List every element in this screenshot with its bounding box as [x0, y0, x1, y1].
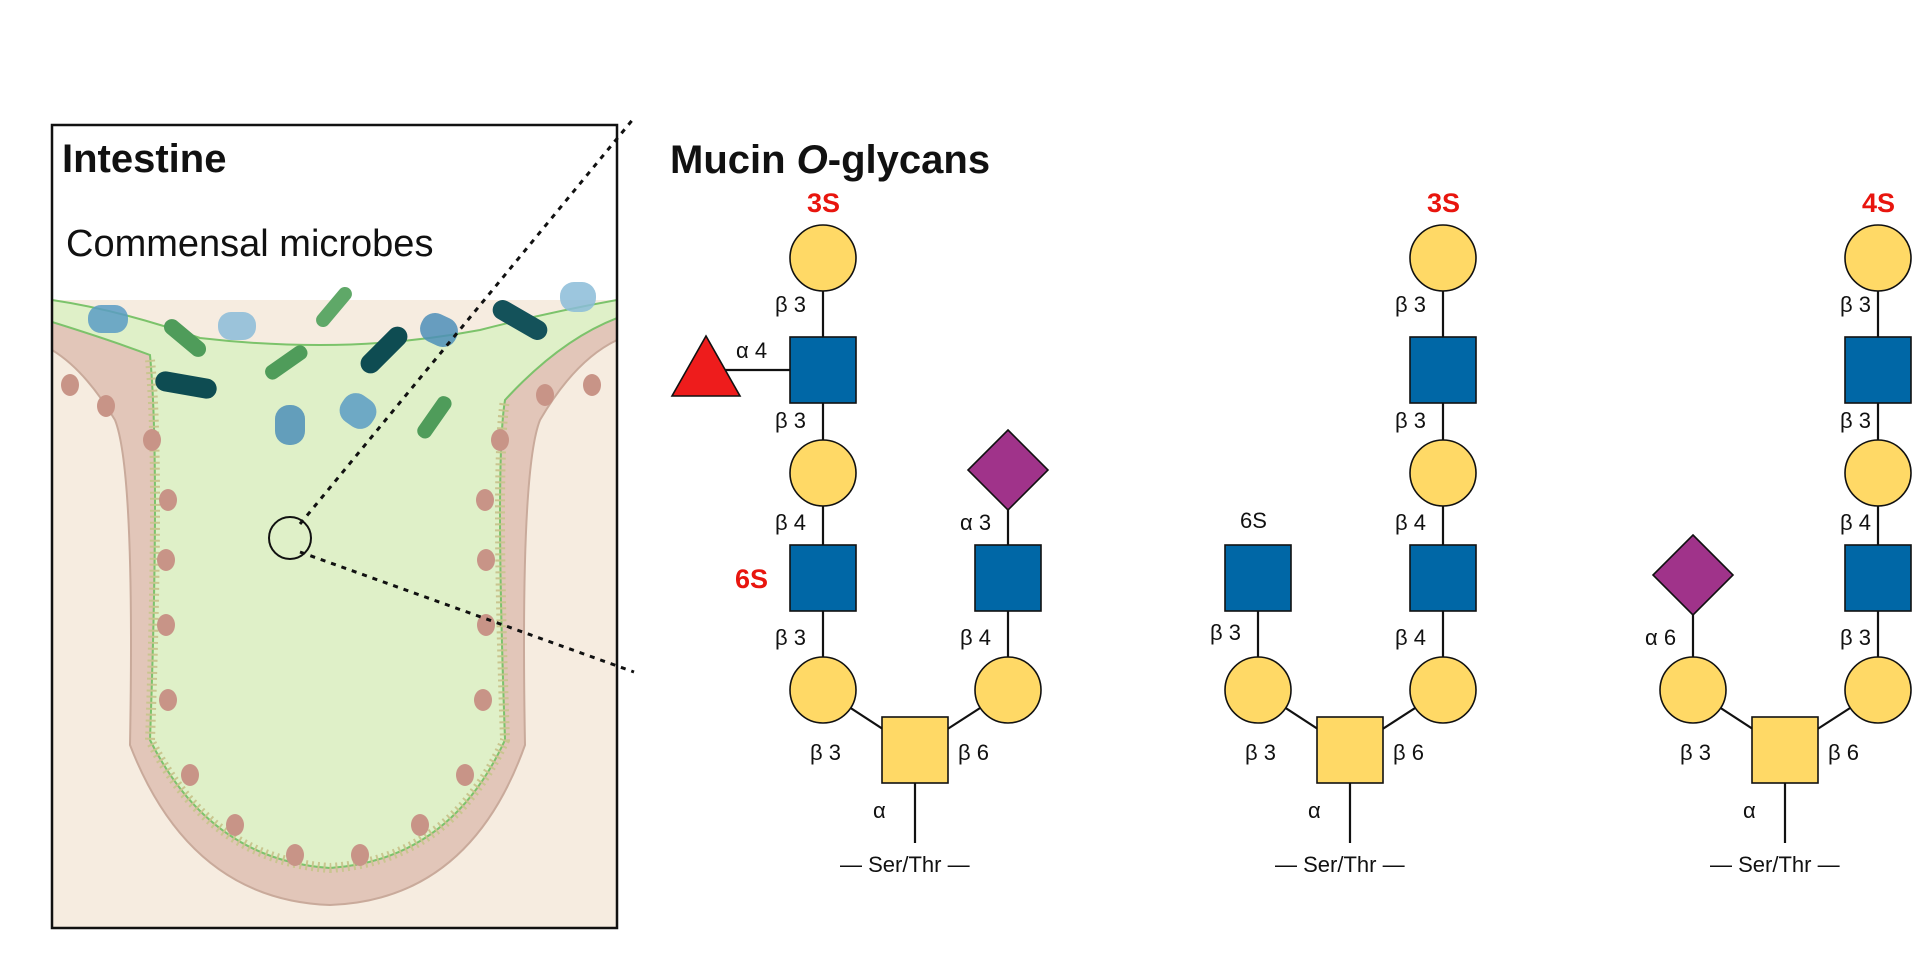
- microbe: [163, 319, 207, 357]
- linkage-label: β 3: [1210, 620, 1241, 645]
- glcnac-square: [1409, 336, 1477, 404]
- galactose-circle: [789, 439, 857, 507]
- glcnac-square: [1844, 336, 1912, 404]
- linkage-label: β 6: [1393, 740, 1424, 765]
- zoom-circle: [268, 516, 312, 560]
- linkage-label: β 3: [1840, 408, 1871, 433]
- mucus-lumen: [52, 298, 617, 870]
- linkage-label: β 6: [958, 740, 989, 765]
- peptide-label: — Ser/Thr —: [840, 852, 970, 877]
- linkage-label: α 4: [736, 338, 767, 363]
- microbe: [316, 286, 352, 328]
- linkage-label: β 6: [1828, 740, 1859, 765]
- microbes-label: Commensal microbes: [66, 223, 433, 265]
- commensal-microbes: [88, 282, 596, 445]
- microbe: [265, 345, 308, 380]
- galactose-circle: [1844, 439, 1912, 507]
- microbe: [218, 312, 256, 340]
- peptide-label: — Ser/Thr —: [1275, 852, 1405, 877]
- galactose-circle: [1659, 656, 1727, 724]
- epithelial-cells: [61, 374, 601, 866]
- galactose-circle: [789, 224, 857, 292]
- glcnac-square: [789, 336, 857, 404]
- linkage-label: β 3: [775, 292, 806, 317]
- microbe: [492, 300, 548, 340]
- microbe: [275, 405, 305, 445]
- intestine-title: Intestine: [62, 137, 226, 181]
- glcnac-square: [1844, 544, 1912, 612]
- microbe: [560, 282, 596, 312]
- sialic-acid-diamond: [1651, 533, 1735, 617]
- linkage-label: β 3: [1840, 292, 1871, 317]
- linkage-label: β 4: [1395, 625, 1426, 650]
- intestine-panel: Intestine Commensal microbes: [50, 123, 619, 930]
- microbe: [417, 396, 452, 439]
- galactose-circle: [1409, 439, 1477, 507]
- galactose-circle: [1409, 656, 1477, 724]
- linkage-label: α: [1743, 798, 1756, 823]
- galactose-circle: [1409, 224, 1477, 292]
- zoom-lines: [298, 117, 636, 674]
- sulfation-label: 3S: [1427, 188, 1460, 218]
- microbe: [155, 371, 217, 399]
- fucose-triangle: [670, 334, 742, 397]
- linkage-label: α: [1308, 798, 1321, 823]
- brush-border: [144, 359, 511, 874]
- linkage-label: β 4: [1840, 510, 1871, 535]
- linkage-label: β 3: [1395, 292, 1426, 317]
- glcnac-square: [1224, 544, 1292, 612]
- linkage-label: β 3: [1395, 408, 1426, 433]
- galactose-circle: [1844, 224, 1912, 292]
- linkage-label: α: [873, 798, 886, 823]
- glcnac-square: [789, 544, 857, 612]
- linkage-label: α 3: [960, 510, 991, 535]
- galactose-circle: [789, 656, 857, 724]
- glcnac-square: [974, 544, 1042, 612]
- linkage-label: β 3: [775, 408, 806, 433]
- sulfation-label: 6S: [735, 564, 768, 594]
- sialic-acid-diamond: [966, 428, 1050, 512]
- linkage-label: α 6: [1645, 625, 1676, 650]
- linkage-label: β 4: [960, 625, 991, 650]
- sulfation-label: 6S: [1240, 508, 1267, 533]
- galactose-circle: [1844, 656, 1912, 724]
- peptide-label: — Ser/Thr —: [1710, 852, 1840, 877]
- linkage-label: β 4: [775, 510, 806, 535]
- linkage-label: β 3: [1840, 625, 1871, 650]
- zoom-line-lower: [299, 550, 635, 674]
- linkage-label: β 4: [1395, 510, 1426, 535]
- galactose-circle: [974, 656, 1042, 724]
- microbe: [420, 312, 458, 348]
- linkage-label: β 3: [775, 625, 806, 650]
- galactose-circle: [1224, 656, 1292, 724]
- glycan-structure-3: 4S β 3 β 3 β 4 β 3 α 6 β 3 β 6 α — Ser/T…: [1645, 188, 1912, 877]
- glycans-title: Mucin O-glycans: [670, 138, 990, 182]
- galnac-square: [1316, 716, 1384, 784]
- galnac-square: [1751, 716, 1819, 784]
- linkage-label: β 3: [810, 740, 841, 765]
- sulfation-label: 4S: [1862, 188, 1895, 218]
- microbe: [339, 393, 377, 429]
- intestine-panel-border: [50, 123, 619, 930]
- microbe: [360, 326, 408, 374]
- glycan-structure-1: 3S 6S β 3 α 4 β 3 β 4 β 3 α 3 β 4 β 3 β …: [670, 188, 1050, 877]
- sulfation-label: 3S: [807, 188, 840, 218]
- glcnac-square: [1409, 544, 1477, 612]
- glycan-structure-2: 3S 6S β 3 β 3 β 4 β 4 β 3 β 3 β 6 α — Se…: [1210, 188, 1477, 877]
- linkage-label: β 3: [1245, 740, 1276, 765]
- microbe: [88, 305, 128, 333]
- linkage-label: β 3: [1680, 740, 1711, 765]
- galnac-square: [881, 716, 949, 784]
